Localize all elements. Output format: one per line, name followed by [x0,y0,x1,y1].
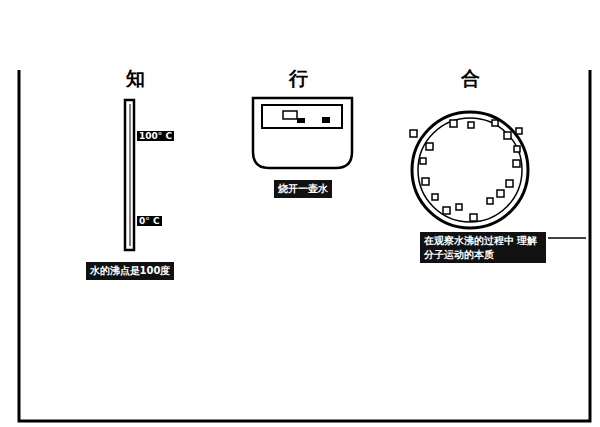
leader-line [548,237,586,239]
thermometer [125,100,134,250]
scale-mark: 100° C [137,131,174,141]
column-heading: 合 [461,66,480,92]
caption-band: 在观察水沸的过程中 理解分子运动的本质 [420,232,546,263]
pot [253,98,352,168]
scale-mark: 0° C [137,216,162,226]
frame [19,70,590,421]
molecules [410,120,522,221]
molecule-ring [412,112,528,228]
column-heading: 知 [126,66,145,92]
column-heading: 行 [289,66,308,92]
caption-band: 水的沸点是100度 [86,262,175,280]
caption-text: 在观察水沸的过程中 理解分子运动的本质 [424,234,542,261]
caption-band: 烧开一壶水 [274,180,332,198]
caption-text: 烧开一壶水 [278,182,328,196]
caption-text: 水的沸点是100度 [90,264,171,278]
